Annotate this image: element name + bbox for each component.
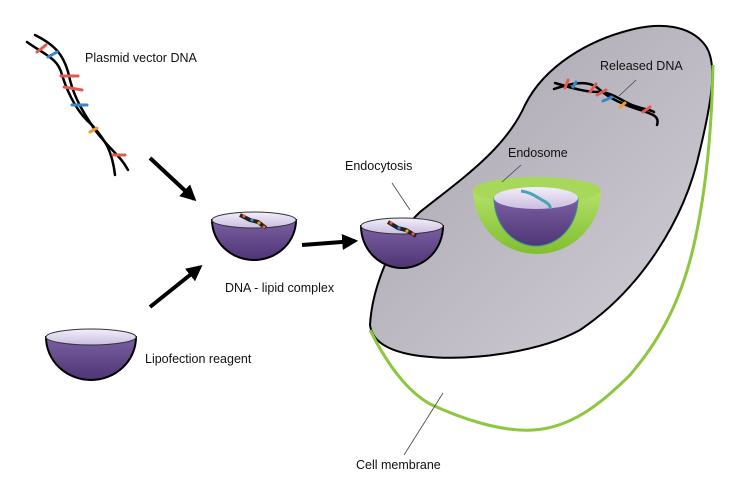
endocytosis-vesicle-icon: [359, 217, 445, 269]
label-released-dna: Released DNA: [600, 59, 683, 73]
leader-endocytosis: [391, 182, 411, 211]
lipofection-reagent-icon: [44, 328, 138, 381]
label-cell-membrane: Cell membrane: [356, 458, 441, 472]
arrow-reagent-to-complex: [148, 265, 203, 309]
leader-endosome: [501, 164, 522, 183]
label-endocytosis: Endocytosis: [345, 159, 412, 173]
plasmid-dna-icon: [25, 33, 130, 177]
leader-released-dna: [618, 79, 637, 97]
cell-membrane: [368, 64, 715, 432]
arrow-dna-to-complex: [148, 156, 197, 202]
label-lipofection-reagent: Lipofection reagent: [145, 352, 252, 366]
label-plasmid-vector-dna: Plasmid vector DNA: [85, 51, 197, 65]
dna-lipid-complex-icon: [210, 211, 298, 261]
label-endosome: Endosome: [508, 146, 568, 160]
released-dna-icon: [552, 78, 659, 127]
label-dna-lipid-complex: DNA - lipid complex: [225, 281, 335, 295]
leader-cell-membrane: [403, 392, 444, 456]
arrow-complex-to-cell: [301, 233, 359, 250]
endosome-icon: [473, 177, 601, 254]
